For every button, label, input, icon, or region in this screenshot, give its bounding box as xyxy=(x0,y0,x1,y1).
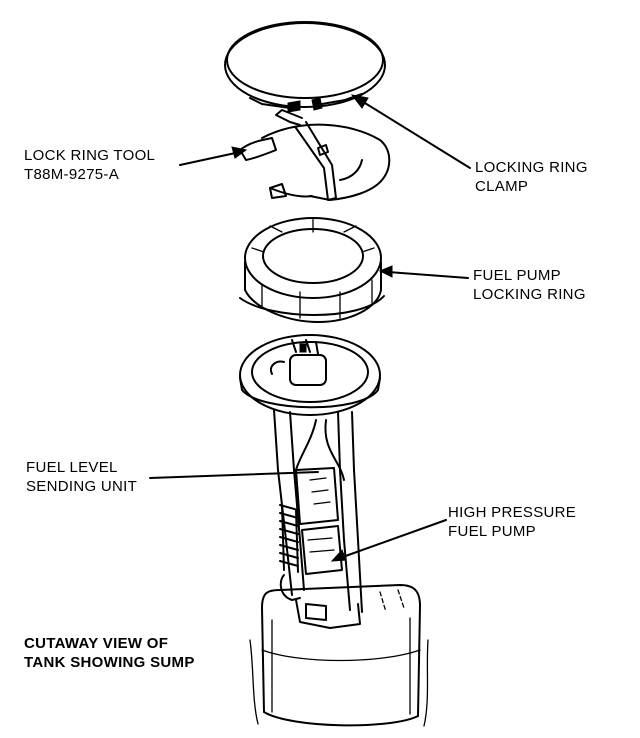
lock-ring-tool-label: LOCK RING TOOL T88M-9275-A xyxy=(24,146,155,184)
lock-ring-tool-label-line1: LOCK RING TOOL xyxy=(24,147,156,164)
fuel-level-sending-unit-label: FUEL LEVEL SENDING UNIT xyxy=(26,458,137,496)
lock-ring-tool-label-line2: T88M-9275-A xyxy=(24,166,120,183)
locking-ring-clamp-label: LOCKING RING CLAMP xyxy=(475,158,588,196)
tank-cutaway xyxy=(249,584,429,727)
pump-assembly-body xyxy=(273,409,363,629)
fuel-level-sending-unit-label-line1: FUEL LEVEL xyxy=(26,459,118,476)
cutaway-view-caption-line1: CUTAWAY VIEW OF xyxy=(24,635,169,652)
high-pressure-fuel-pump-label-line1: HIGH PRESSURE xyxy=(448,504,577,521)
lock-ring-tool xyxy=(239,109,391,201)
pump-flange xyxy=(239,334,381,416)
fuel-pump-locking-ring-label-line1: FUEL PUMP xyxy=(473,267,561,284)
locking-ring-clamp-label-line2: CLAMP xyxy=(475,178,529,195)
locking-ring-clamp-label-line1: LOCKING RING xyxy=(475,159,588,176)
leader-lines xyxy=(149,94,471,562)
fuel-pump-locking-ring-label: FUEL PUMP LOCKING RING xyxy=(473,266,586,304)
fuel-level-sending-unit-label-line2: SENDING UNIT xyxy=(26,478,138,495)
high-pressure-fuel-pump-label: HIGH PRESSURE FUEL PUMP xyxy=(448,503,576,541)
fuel-pump-locking-ring-label-line2: LOCKING RING xyxy=(473,286,586,303)
cutaway-view-caption: CUTAWAY VIEW OF TANK SHOWING SUMP xyxy=(24,634,195,672)
high-pressure-fuel-pump-label-line2: FUEL PUMP xyxy=(448,523,536,540)
cutaway-view-caption-line2: TANK SHOWING SUMP xyxy=(24,654,195,671)
fuel-pump-locking-ring xyxy=(239,217,385,323)
